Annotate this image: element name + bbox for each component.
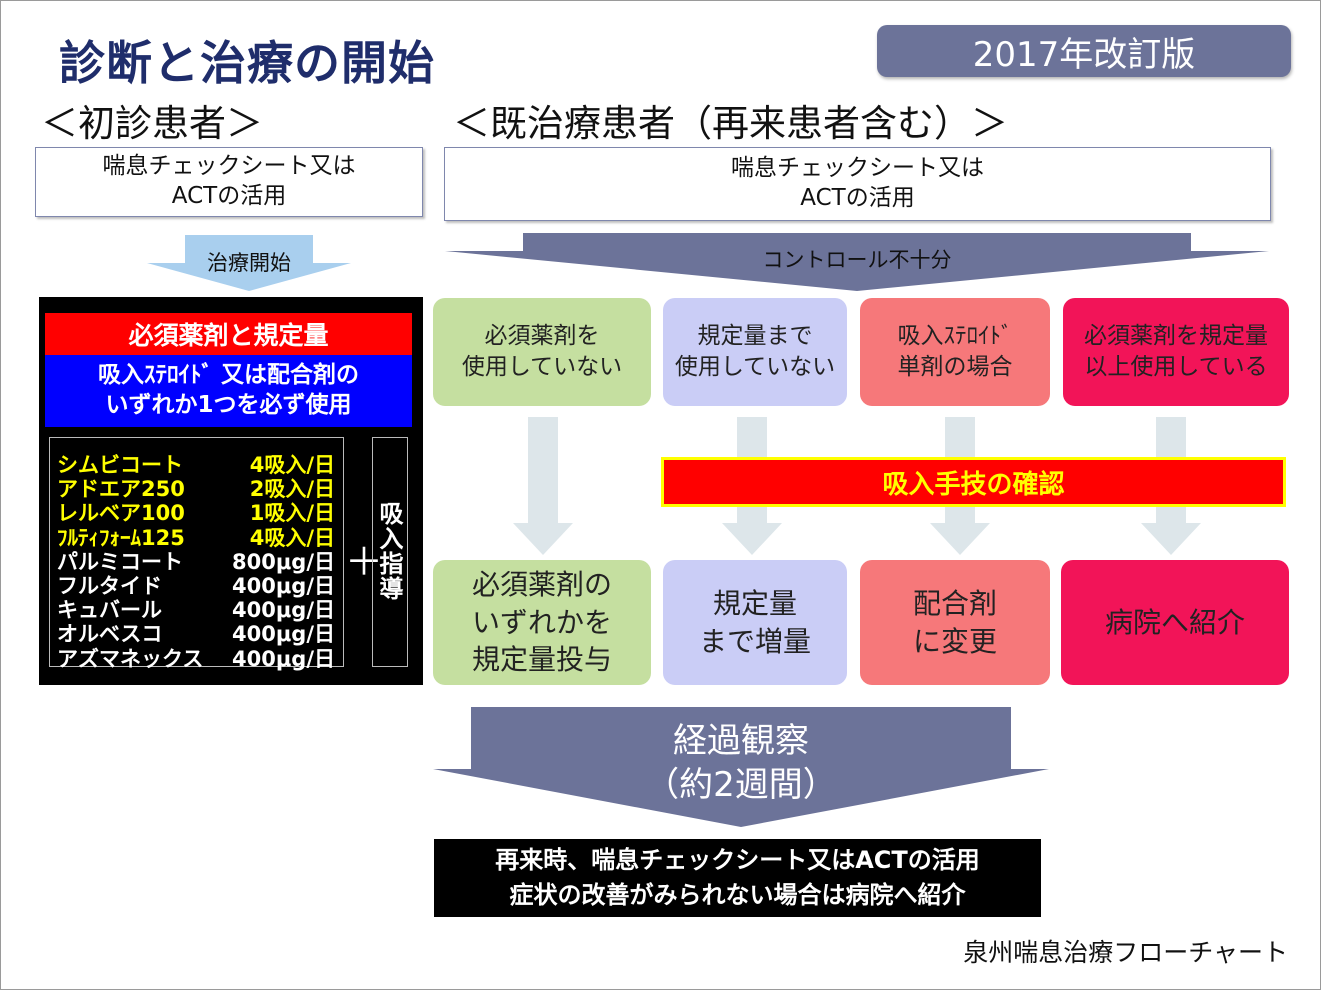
followup-line2: 症状の改善がみられない場合は病院へ紹介 xyxy=(509,881,966,909)
check-sheet-box-existing: 喘息チェックシート又は ACTの活用 xyxy=(444,147,1271,221)
insufficient-control-arrow xyxy=(445,233,1269,291)
drug-list-box xyxy=(49,437,344,667)
followup-note: 再来時、喘息チェックシート又はACTの活用 症状の改善がみられない場合は病院へ紹… xyxy=(434,839,1041,917)
condition-line2: 使用していない xyxy=(461,354,623,380)
drug-name: ﾌﾙﾃｨﾌｫｰﾑ125 xyxy=(57,525,185,550)
section-new-patient: ＜初診患者＞ xyxy=(41,102,263,145)
condition-line2: 単剤の場合 xyxy=(897,354,1013,380)
condition-line2: 使用していない xyxy=(674,354,836,380)
section-existing-patient: ＜既治療患者（再来患者含む）＞ xyxy=(453,102,1008,145)
drug-dose: 400μg/日 xyxy=(232,622,335,647)
condition-line1: 必須薬剤を xyxy=(484,322,600,349)
drug-dose: 800μg/日 xyxy=(232,549,335,574)
down-arrow-1 xyxy=(513,417,573,555)
treatment-start-arrow xyxy=(147,235,351,291)
drug-dose: 1吸入/日 xyxy=(249,501,335,526)
condition-card-4: 必須薬剤を規定量 以上使用している xyxy=(1063,298,1289,406)
condition-line1: 規定量まで xyxy=(697,322,813,349)
page-title: 診断と治療の開始 xyxy=(59,36,435,90)
inhalation-guidance-box xyxy=(372,437,408,667)
drug-dose: 400μg/日 xyxy=(232,574,335,598)
subheader-line1: 吸入ｽﾃﾛｲﾄﾞ 又は配合剤の xyxy=(97,362,359,389)
insufficient-control-label: コントロール不十分 xyxy=(762,248,952,272)
treatment-start-label: 治療開始 xyxy=(207,251,291,275)
check-sheet-line1: 喘息チェックシート又は xyxy=(102,153,356,180)
action-line: 配合剤 xyxy=(912,586,997,620)
condition-line1: 必須薬剤を規定量 xyxy=(1084,322,1268,349)
check-sheet-line2: ACTの活用 xyxy=(800,185,915,211)
drug-dose: 400μg/日 xyxy=(232,598,335,623)
drug-name: アズマネックス xyxy=(57,646,204,671)
inhalation-guidance-label: 吸入指導 xyxy=(375,501,403,601)
action-card-1: 必須薬剤の いずれかを 規定量投与 xyxy=(433,560,651,685)
observation-label: 経過観察 （約2週間） xyxy=(431,709,1051,829)
footer-caption: 泉州喘息治療フローチャート xyxy=(963,938,1288,967)
drug-name: アドエア250 xyxy=(57,477,185,502)
condition-card-2: 規定量まで 使用していない xyxy=(663,298,847,406)
drug-name: レルベア100 xyxy=(57,501,185,526)
drug-name: オルベスコ xyxy=(57,622,163,647)
action-line: に変更 xyxy=(912,624,997,658)
action-line: 必須薬剤の xyxy=(471,567,612,601)
action-line: いずれかを xyxy=(471,605,612,639)
subheader-line2: いずれか1つを必ず使用 xyxy=(105,392,352,418)
action-card-4: 病院へ紹介 xyxy=(1061,560,1289,685)
essential-drug-header: 必須薬剤と規定量 xyxy=(45,313,412,355)
check-sheet-line1: 喘息チェックシート又は xyxy=(731,155,984,182)
drug-dose: 4吸入/日 xyxy=(249,453,335,477)
essential-drug-subheader: 吸入ｽﾃﾛｲﾄﾞ 又は配合剤の いずれか1つを必ず使用 xyxy=(45,355,412,427)
action-line: 規定量 xyxy=(712,586,797,620)
drug-name: キュバール xyxy=(57,598,162,623)
observation-line1: 経過観察 xyxy=(673,721,809,761)
action-card-3: 配合剤 に変更 xyxy=(860,560,1050,685)
action-line: 病院へ紹介 xyxy=(1104,605,1245,639)
drug-dose: 2吸入/日 xyxy=(249,477,335,502)
drug-name: フルタイド xyxy=(57,574,162,598)
condition-card-1: 必須薬剤を 使用していない xyxy=(433,298,651,406)
drug-dose: 4吸入/日 xyxy=(249,525,335,550)
plus-sign: ＋ xyxy=(345,540,384,584)
followup-line1: 再来時、喘息チェックシート又はACTの活用 xyxy=(495,846,980,875)
drug-dose: 400μg/日 xyxy=(232,646,335,671)
check-sheet-box-new: 喘息チェックシート又は ACTの活用 xyxy=(35,147,423,217)
observation-line2: （約2週間） xyxy=(645,765,837,806)
revision-badge: 2017年改訂版 xyxy=(877,25,1291,77)
technique-check-banner: 吸入手技の確認 xyxy=(661,457,1286,507)
condition-line2: 以上使用している xyxy=(1084,354,1268,380)
action-line: 規定量投与 xyxy=(471,643,612,677)
condition-card-3: 吸入ｽﾃﾛｲﾄﾞ 単剤の場合 xyxy=(860,298,1050,406)
action-line: まで増量 xyxy=(698,624,811,658)
drug-name: シムビコート xyxy=(57,453,183,477)
action-card-2: 規定量 まで増量 xyxy=(663,560,847,685)
check-sheet-line2: ACTの活用 xyxy=(171,183,287,209)
observation-arrow xyxy=(433,707,1049,827)
drug-name: パルミコート xyxy=(57,549,183,574)
condition-line1: 吸入ｽﾃﾛｲﾄﾞ xyxy=(897,322,1013,349)
